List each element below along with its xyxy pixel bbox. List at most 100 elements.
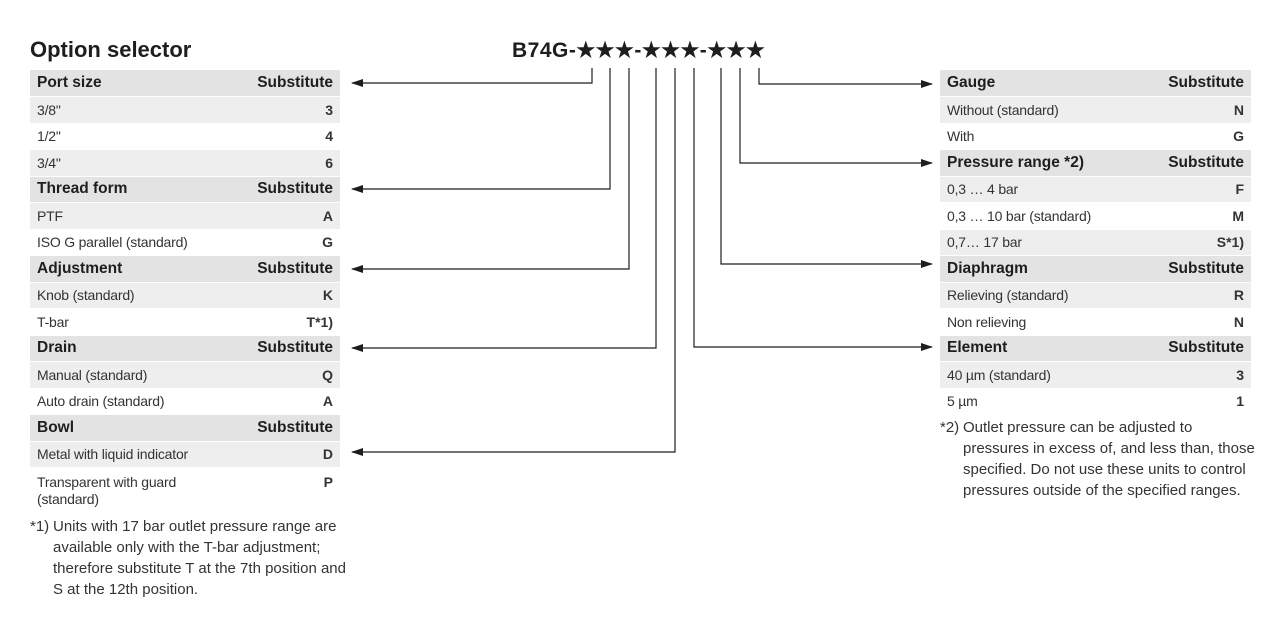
table-row: Relieving (standard)R (940, 282, 1251, 309)
connector-drain (351, 68, 657, 352)
substitute-heading: Substitute (1151, 149, 1251, 177)
section-title: Diaphragm (940, 255, 1151, 283)
option-code: R (1151, 282, 1251, 309)
connector-bowl (351, 68, 676, 456)
substitute-heading: Substitute (240, 335, 340, 362)
footnote-2: *2) Outlet pressure can be adjusted to p… (940, 417, 1260, 501)
footnote-1-text: Units with 17 bar outlet pressure range … (53, 518, 346, 598)
option-code: A (240, 388, 340, 415)
page-title: Option selector (30, 37, 192, 62)
table-row: 3/4"6 (30, 149, 340, 177)
option-label: ISO G parallel (standard) (30, 229, 240, 256)
option-code: 1 (1151, 388, 1251, 415)
substitute-heading: Substitute (1151, 70, 1251, 97)
connector-pressure-range (739, 68, 933, 167)
option-code: G (240, 229, 340, 256)
table-row: 3/8"3 (30, 96, 340, 124)
connector-diaphragm (720, 68, 933, 268)
connector-element (693, 68, 933, 351)
substitute-heading: Substitute (1151, 335, 1251, 362)
option-code: M (1151, 202, 1251, 230)
option-label: T-bar (30, 308, 240, 336)
section-title: Drain (30, 335, 240, 362)
footnote-1-mark: *1) (30, 518, 50, 535)
option-label: Auto drain (standard) (30, 388, 240, 415)
option-code: 3 (1151, 361, 1251, 389)
option-code: T*1) (240, 308, 340, 336)
connector-thread-form (351, 68, 611, 193)
option-label: Transparent with guard (standard) (30, 467, 240, 513)
table-row: 1/2"4 (30, 123, 340, 150)
option-code: 6 (240, 149, 340, 177)
option-code: S*1) (1151, 229, 1251, 256)
substitute-heading: Substitute (240, 414, 340, 442)
option-label: 40 µm (standard) (940, 361, 1151, 389)
right-section-header-pressure-range-2: Pressure range *2)Substitute (940, 149, 1251, 177)
option-label: 0,3 … 10 bar (standard) (940, 202, 1151, 230)
table-row: Manual (standard)Q (30, 361, 340, 389)
option-label: With (940, 123, 1151, 150)
option-label: Non relieving (940, 308, 1151, 336)
table-row: Without (standard)N (940, 96, 1251, 124)
section-title: Bowl (30, 414, 240, 442)
option-label: 5 µm (940, 388, 1151, 415)
substitute-heading: Substitute (240, 70, 340, 97)
footnote-2-mark: *2) (940, 419, 960, 436)
option-code: 4 (240, 123, 340, 150)
option-label: Without (standard) (940, 96, 1151, 124)
option-label: 3/8" (30, 96, 240, 124)
table-row: 40 µm (standard)3 (940, 361, 1251, 389)
option-label: PTF (30, 202, 240, 230)
option-code: D (240, 441, 340, 468)
table-row: Auto drain (standard)A (30, 388, 340, 415)
option-label: Manual (standard) (30, 361, 240, 389)
footnote-1: *1) Units with 17 bar outlet pressure ra… (30, 516, 350, 600)
substitute-heading: Substitute (240, 255, 340, 283)
table-row: 0,3 … 10 bar (standard)M (940, 202, 1251, 230)
option-label: Relieving (standard) (940, 282, 1151, 309)
section-title: Adjustment (30, 255, 240, 283)
footnote-2-text: Outlet pressure can be adjusted to press… (963, 419, 1255, 499)
substitute-heading: Substitute (1151, 255, 1251, 283)
option-label: 0,7… 17 bar (940, 229, 1151, 256)
table-row: Knob (standard)K (30, 282, 340, 309)
option-code: A (240, 202, 340, 230)
substitute-heading: Substitute (240, 176, 340, 203)
option-code: N (1151, 308, 1251, 336)
option-label: Metal with liquid indicator (30, 441, 240, 468)
option-code: G (1151, 123, 1251, 150)
option-label: Knob (standard) (30, 282, 240, 309)
option-label: 3/4" (30, 149, 240, 177)
section-title: Port size (30, 70, 240, 97)
option-code: P (240, 467, 340, 513)
section-title: Element (940, 335, 1151, 362)
table-row: Transparent with guard (standard)P (30, 467, 340, 513)
option-code: Q (240, 361, 340, 389)
connector-adjustment (351, 68, 630, 273)
table-row: ISO G parallel (standard)G (30, 229, 340, 256)
connector-gauge (758, 68, 933, 88)
section-title: Thread form (30, 176, 240, 203)
connector-port-size (351, 68, 593, 87)
option-code: K (240, 282, 340, 309)
section-title: Gauge (940, 70, 1151, 97)
option-label: 0,3 … 4 bar (940, 176, 1151, 203)
